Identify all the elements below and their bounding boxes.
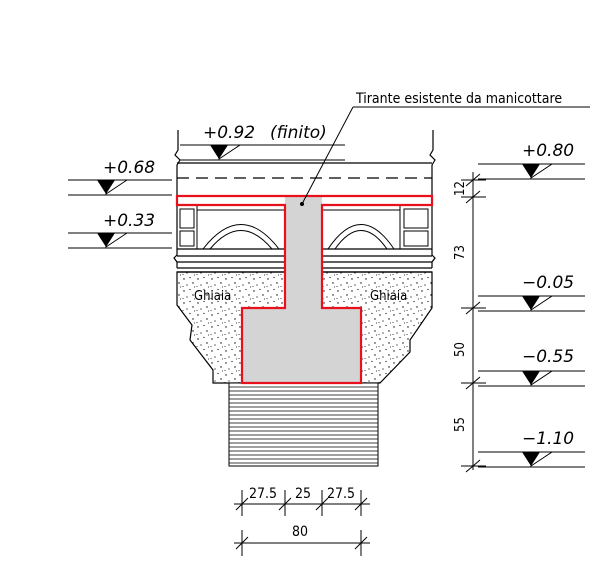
foundation [228,382,379,467]
level-triangle-outline-l033 [105,232,129,248]
annotation-text: Tirante esistente da manicottare [355,91,562,107]
level-080: +0.80 [522,141,574,161]
level-068: +0.68 [103,158,155,178]
dim-v-73: 73 [453,245,468,260]
red-section-outline [175,194,434,385]
gravel-label-right: Ghiaia [370,289,407,304]
dim-h-middle: 25 [295,486,311,502]
level-finished: +0.92 [203,123,255,143]
annotation-leader [301,106,590,205]
level-triangle-outline-finished [218,144,242,160]
leader-dot [300,202,304,206]
hollow-blocks-left [176,204,286,250]
level-triangle-outline-lm110 [530,451,554,467]
horizontal-dimension-lines [234,490,370,556]
level-m110: −1.10 [522,429,574,449]
dim-h-left: 27.5 [249,486,277,502]
level-033: +0.33 [103,211,155,231]
dim-h-right: 27.5 [327,486,355,502]
left-break-line [174,130,181,195]
right-break-line [429,130,436,195]
level-finished-note: (finito) [270,123,327,143]
dim-v-50: 50 [453,342,468,357]
level-triangle-outline-l068 [105,179,129,195]
level-markers [68,144,585,468]
dim-h-total: 80 [292,524,308,540]
dim-v-12: 12 [453,181,468,196]
level-m055: −0.55 [522,347,574,367]
gravel-label-left: Ghiaia [194,289,231,304]
vertical-dimension-line [461,172,486,473]
level-m005: −0.05 [522,273,574,293]
dim-v-55: 55 [453,417,468,432]
hollow-blocks-right [321,204,433,250]
tie-concrete [177,196,432,383]
level-triangle-outline-lm055 [530,370,554,386]
level-triangle-outline-l080 [530,163,554,179]
level-triangle-outline-lm005 [530,295,554,311]
